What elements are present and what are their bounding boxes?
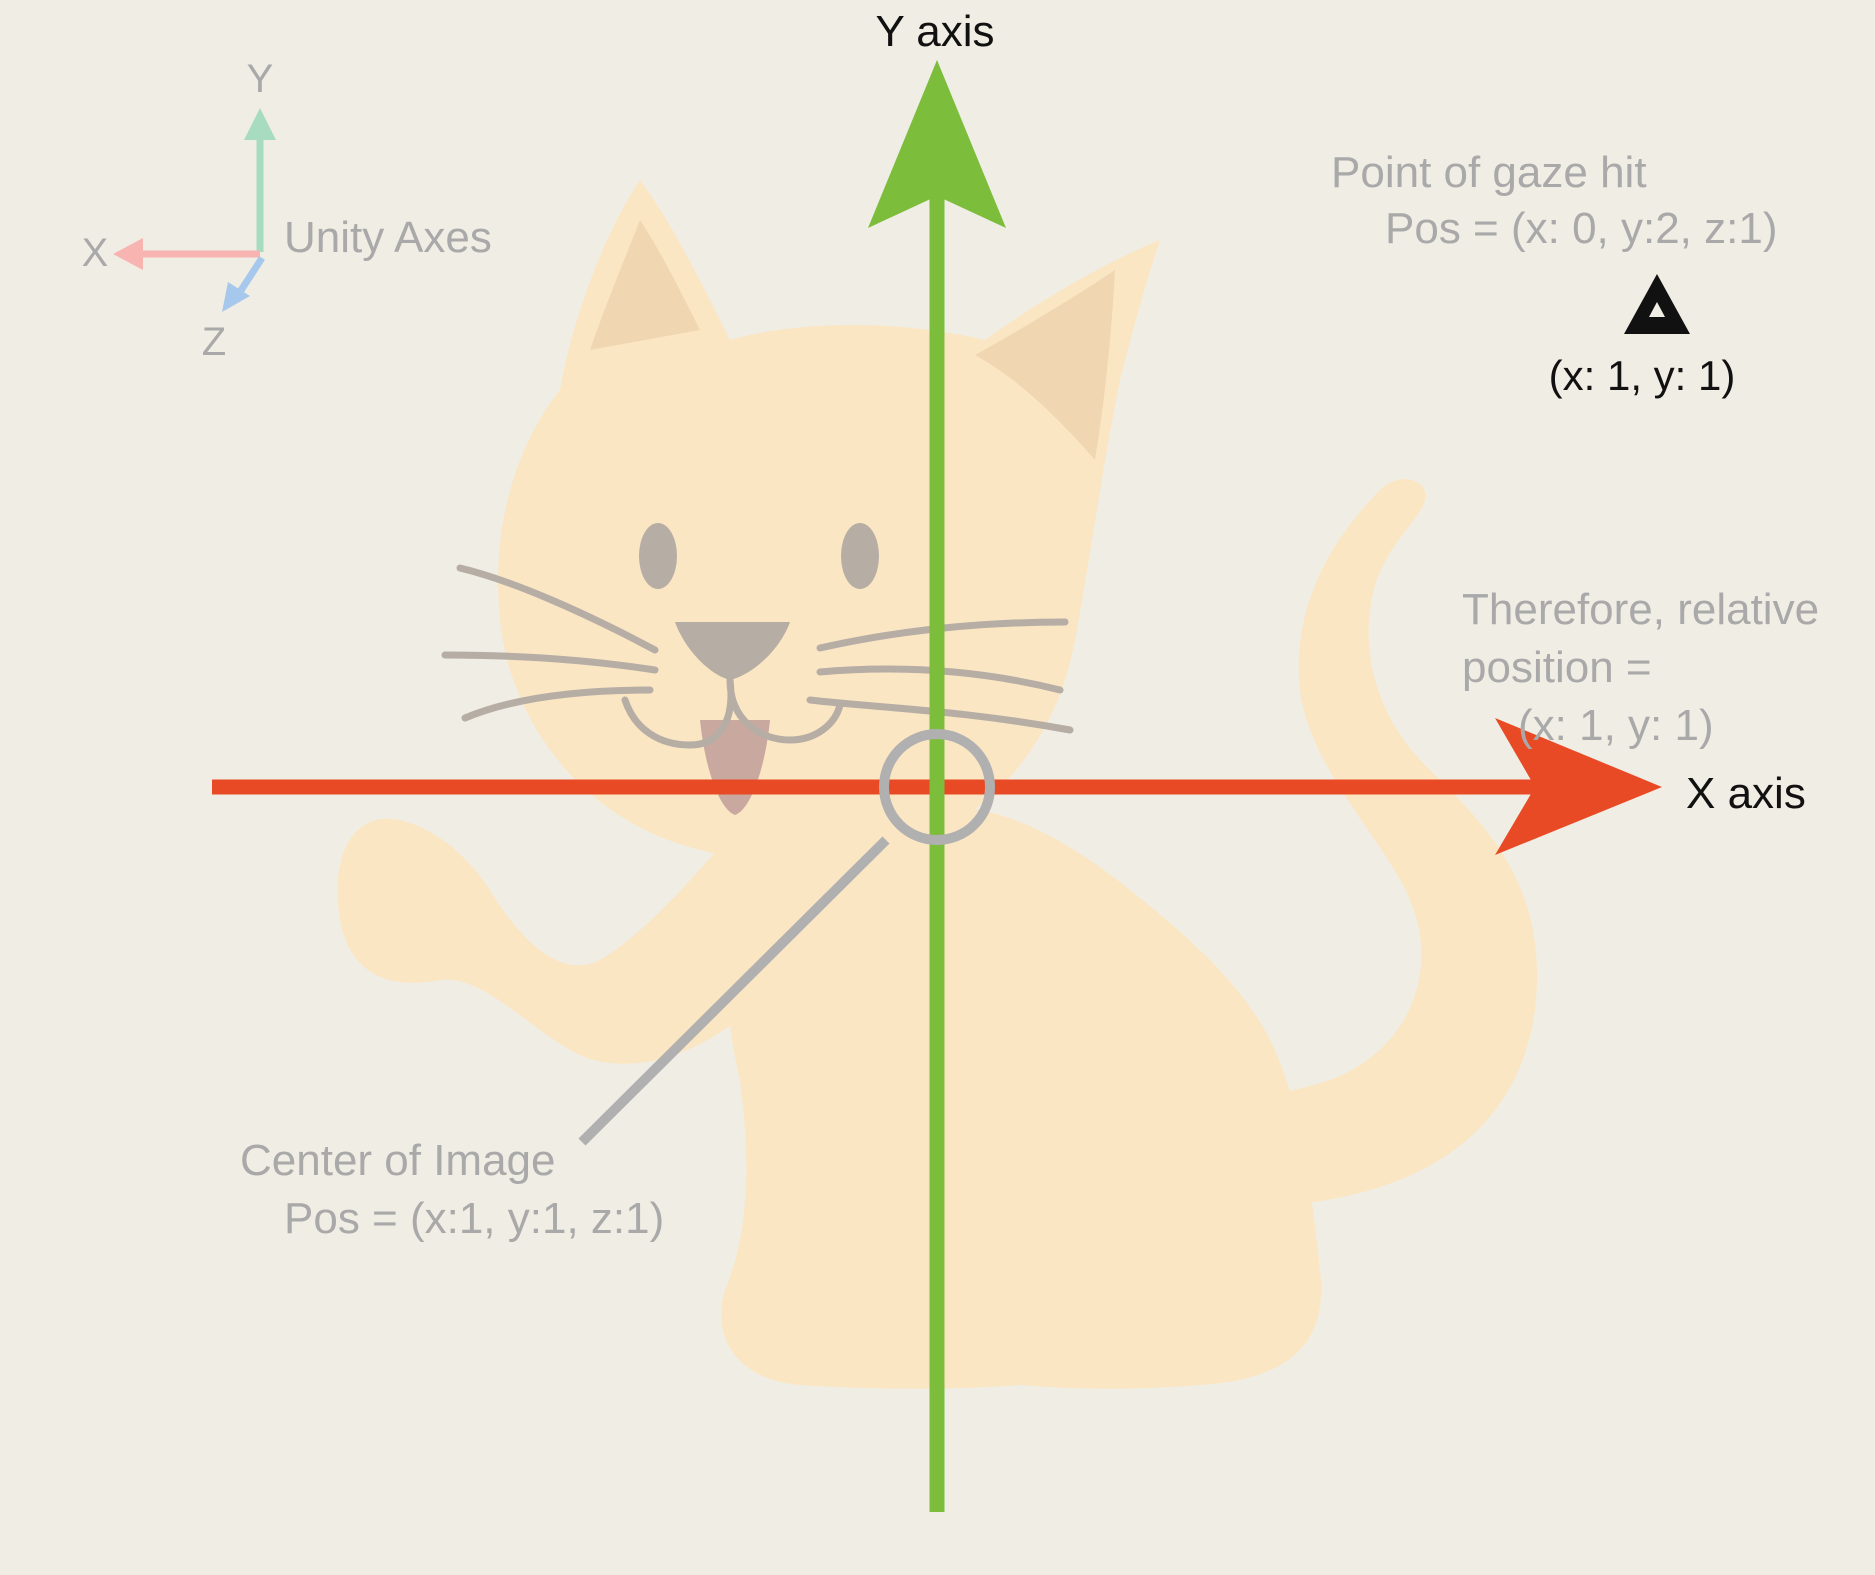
relative-line1: Therefore, relative <box>1462 585 1819 634</box>
cat-inner-ear-right <box>975 270 1115 460</box>
center-title: Center of Image <box>240 1136 556 1185</box>
unity-x-label: X <box>82 231 109 275</box>
relative-line3: (x: 1, y: 1) <box>1518 701 1714 750</box>
cat-arm <box>337 800 760 1064</box>
unity-y-arrowhead <box>244 108 276 140</box>
circle-ring-icon <box>879 729 995 845</box>
center-position: Pos = (x:1, y:1, z:1) <box>284 1194 664 1243</box>
x-axis-arrowhead <box>1495 718 1662 855</box>
cat-inner-ear-left <box>590 220 700 350</box>
y-axis-arrowhead <box>868 60 1006 228</box>
x-axis-label: X axis <box>1686 769 1806 818</box>
gaze-position: Pos = (x: 0, y:2, z:1) <box>1385 204 1777 253</box>
cat-nose <box>675 622 790 680</box>
cat-eye-left <box>639 523 677 589</box>
unity-axes-title: Unity Axes <box>284 213 492 262</box>
center-leader-line <box>578 836 890 1146</box>
unity-z-arrowhead <box>222 282 250 312</box>
cat-tail <box>1200 479 1538 1206</box>
cat-mouth <box>621 676 844 749</box>
unity-z-label: Z <box>202 320 226 364</box>
y-axis-label: Y axis <box>875 7 994 56</box>
gaze-marker-label: (x: 1, y: 1) <box>1549 352 1736 399</box>
cat-body <box>721 796 1322 1389</box>
cat-illustration <box>337 180 1538 1389</box>
y-axis <box>868 60 1006 1512</box>
unity-axes-gizmo: Y X Z Unity Axes <box>82 57 492 364</box>
cat-eye-right <box>841 523 879 589</box>
relative-line2: position = <box>1462 643 1652 692</box>
unity-x-arrowhead <box>113 238 143 270</box>
unity-z-arrow-shaft <box>235 256 265 297</box>
triangle-icon <box>1624 274 1690 334</box>
gaze-title: Point of gaze hit <box>1331 148 1647 197</box>
triangle-inner <box>1649 302 1665 317</box>
unity-y-label: Y <box>247 57 274 101</box>
